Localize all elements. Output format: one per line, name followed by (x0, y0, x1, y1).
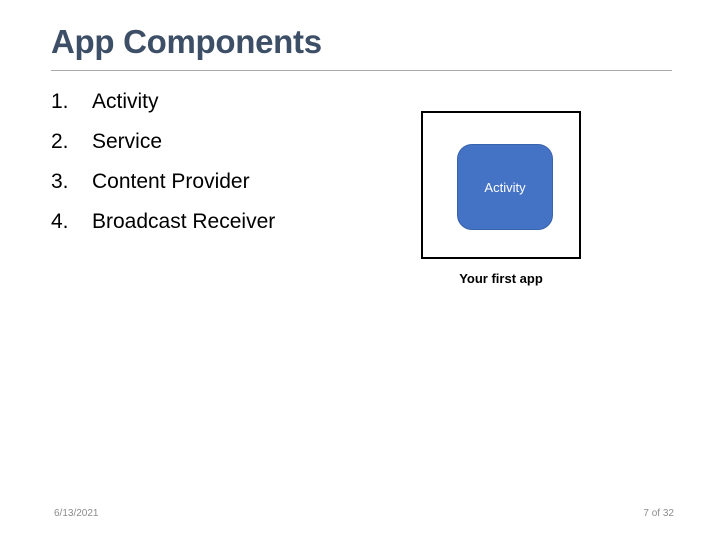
app-frame-box: Activity (421, 111, 581, 259)
list-item: 2. Service (51, 130, 391, 170)
title-block: App Components (51, 22, 673, 70)
page-title: App Components (51, 23, 322, 60)
title-divider (51, 70, 672, 71)
app-diagram: Activity (421, 111, 581, 259)
list-item-label: Service (92, 130, 163, 153)
footer-date: 6/13/2021 (54, 508, 99, 519)
list-item-label: Activity (92, 90, 159, 113)
activity-shape-label: Activity (484, 179, 526, 195)
list-item: 1. Activity (51, 90, 391, 130)
list-item: 3. Content Provider (51, 170, 391, 210)
list-item: 4. Broadcast Receiver (51, 210, 391, 250)
list-item-number: 3. (51, 170, 69, 193)
diagram-caption: Your first app (459, 271, 543, 286)
activity-shape: Activity (457, 144, 553, 230)
list-item-label: Broadcast Receiver (92, 210, 276, 233)
list-item-number: 4. (51, 210, 69, 233)
list-item-number: 2. (51, 130, 69, 153)
components-list: 1. Activity 2. Service 3. Content Provid… (51, 90, 391, 250)
list-item-number: 1. (51, 90, 69, 113)
list-item-label: Content Provider (92, 170, 250, 193)
footer-page-number: 7 of 32 (643, 508, 674, 519)
